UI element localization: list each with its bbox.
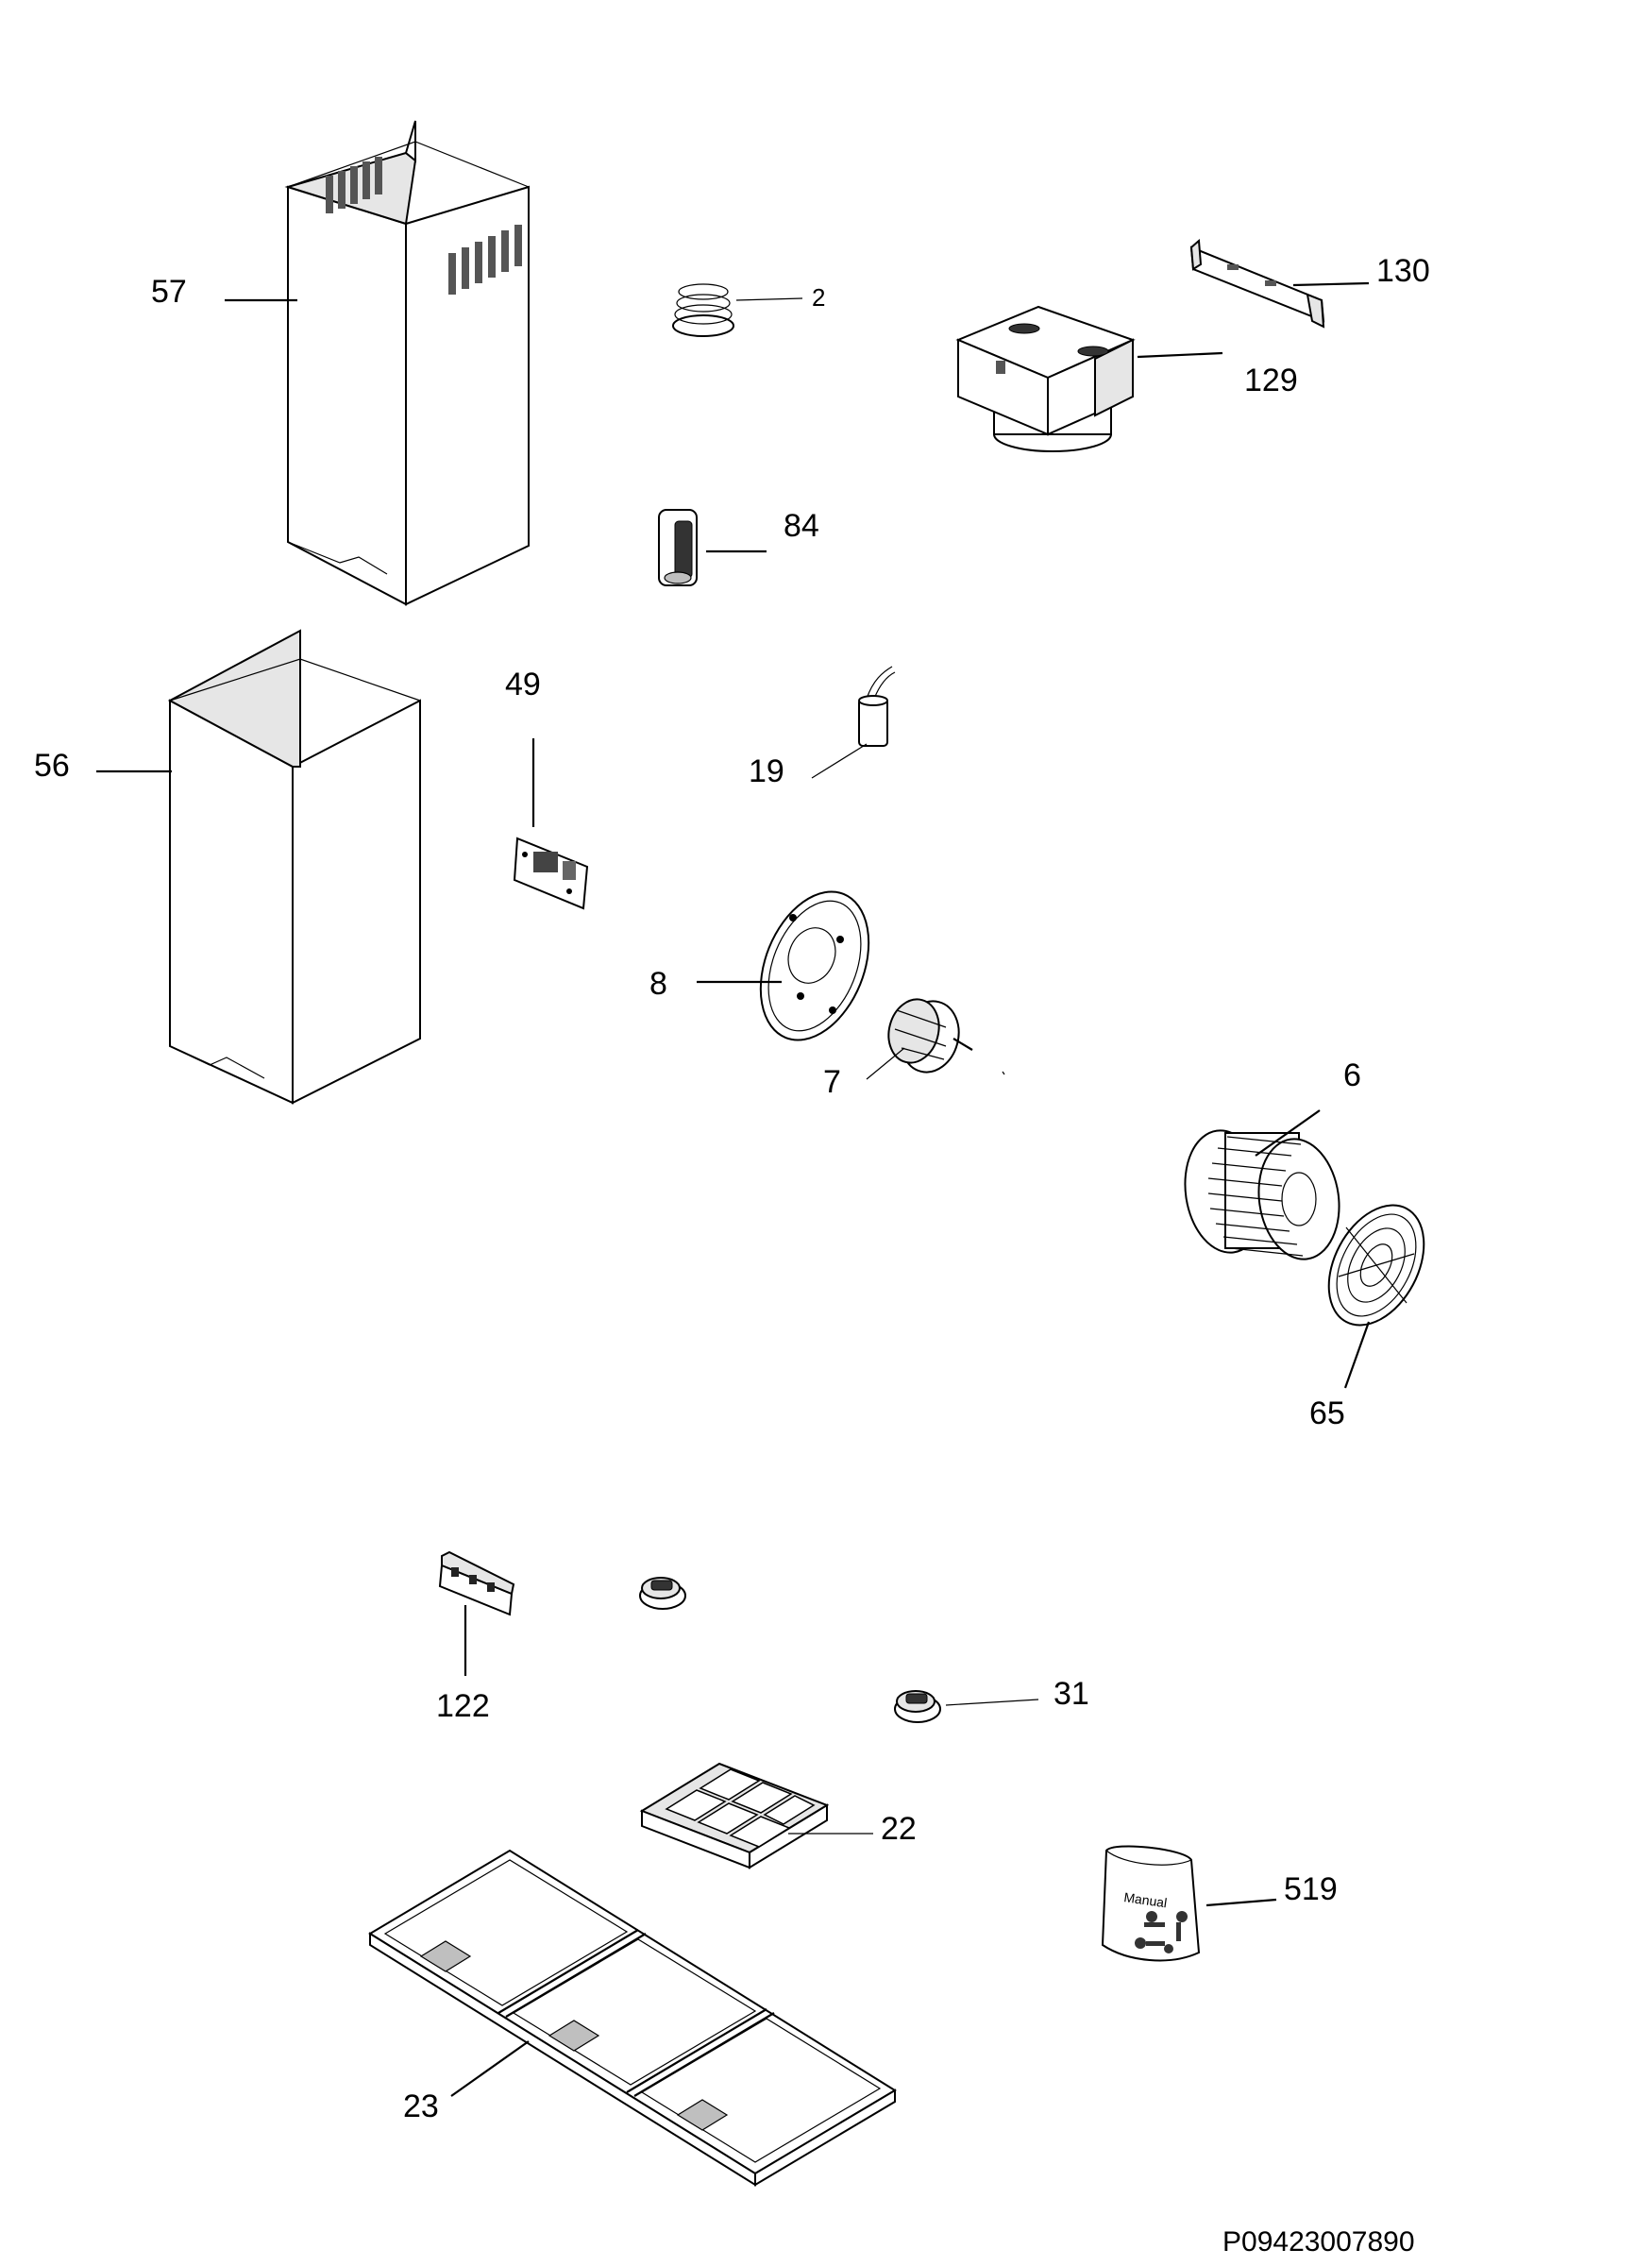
label-56: 56 [34,748,70,784]
part-7-motor[interactable] [882,993,973,1078]
label-130: 130 [1376,253,1430,289]
part-23-grease-filters[interactable] [368,1849,897,2187]
label-65: 65 [1309,1395,1345,1431]
label-49: 49 [505,667,541,702]
bag-manual-text: Manual [1123,1889,1169,1910]
label-6: 6 [1343,1057,1361,1093]
label-519: 519 [1284,1871,1338,1907]
label-31: 31 [1054,1676,1089,1712]
part-84-switch[interactable] [658,509,698,586]
label-122: 122 [436,1688,490,1724]
part-129-air-duct[interactable] [955,305,1136,452]
part-2-ring[interactable] [672,283,734,337]
part-49-control-board[interactable] [513,837,589,910]
part-57-upper-chimney[interactable] [284,120,530,606]
document-code: P09423007890 [1222,2226,1415,2258]
part-19-capacitor[interactable] [858,666,896,747]
part-31-knob[interactable] [894,1690,941,1723]
label-22: 22 [881,1811,917,1847]
part-22-carbon-filter[interactable] [639,1762,830,1869]
part-130-bracket[interactable] [1189,238,1325,329]
label-23: 23 [403,2088,439,2124]
label-57: 57 [151,274,187,310]
label-7: 7 [823,1064,841,1100]
knob-upper[interactable] [639,1577,686,1610]
part-6-blower-wheel[interactable] [1177,1125,1346,1264]
part-122-switch-block[interactable] [438,1550,515,1616]
part-56-lower-chimney[interactable] [167,629,421,1105]
label-84: 84 [784,508,819,544]
label-129: 129 [1244,363,1298,398]
label-8: 8 [649,966,667,1002]
part-519-accessory-bag[interactable]: Manual [1101,1845,1201,1962]
part-8-motor-plate[interactable] [740,875,889,1056]
label-2: 2 [812,283,825,312]
part-65-grille[interactable] [1309,1189,1443,1341]
label-19: 19 [749,753,784,789]
